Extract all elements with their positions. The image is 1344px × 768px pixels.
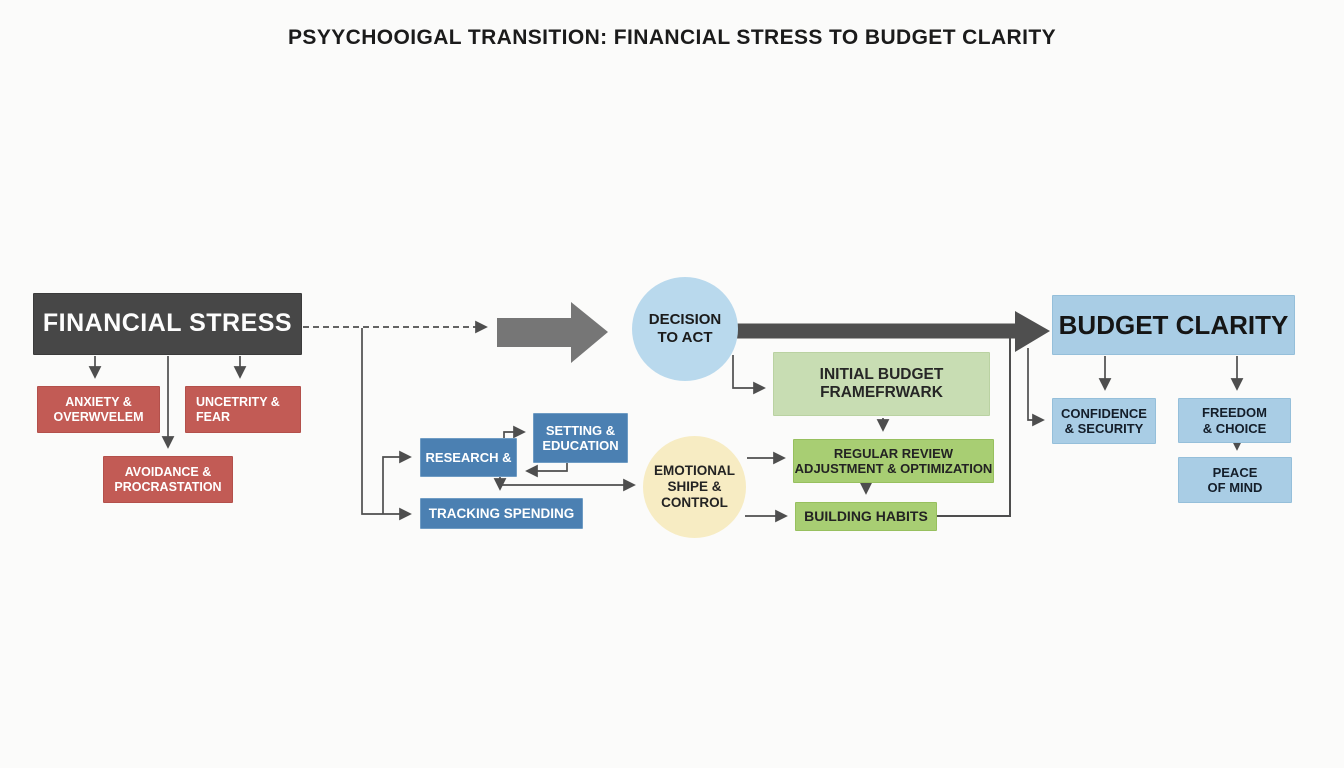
node-decision-to-act: DECISION TO ACT	[632, 277, 738, 381]
node-tracking-spending: TRACKING SPENDING	[420, 498, 583, 529]
node-financial-stress: FINANCIAL STRESS	[33, 293, 302, 355]
diagram-title: PSYYCHOOIGAL TRANSITION: FINANCIAL STRES…	[288, 26, 1056, 49]
edge-drop-research	[382, 450, 412, 514]
node-confidence-security: CONFIDENCE & SECURITY	[1052, 398, 1156, 444]
node-initial-budget: INITIAL BUDGET FRAMEFRWARK	[773, 352, 990, 416]
node-emotional-control: EMOTIONAL SHIPE & CONTROL	[643, 436, 746, 538]
node-anxiety-overwhelm: ANXIETY & OVERWVELEM	[37, 386, 160, 433]
node-avoidance-procrastination: AVOIDANCE & PROCRASTATION	[103, 456, 233, 503]
node-regular-review: REGULAR REVIEW ADJUSTMENT & OPTIMIZATION	[793, 439, 994, 483]
edge-setting-research	[525, 463, 568, 478]
node-setting-education: SETTING & EDUCATION	[533, 413, 628, 463]
node-building-habits: BUILDING HABITS	[795, 502, 937, 531]
node-uncertainty-fear: UNCETRITY & FEAR	[185, 386, 301, 433]
thick-flow-arrowhead-icon	[1015, 311, 1050, 352]
node-peace-of-mind: PEACE OF MIND	[1178, 457, 1292, 503]
node-budget-clarity: BUDGET CLARITY	[1052, 295, 1295, 355]
block-arrow-icon	[497, 302, 608, 363]
node-freedom-choice: FREEDOM & CHOICE	[1178, 398, 1291, 443]
edge-drop-tracking	[361, 328, 412, 521]
node-research: RESEARCH &	[420, 438, 517, 477]
edge-decision-initial	[732, 355, 766, 395]
edge-mainflow-confidence	[1027, 348, 1045, 427]
